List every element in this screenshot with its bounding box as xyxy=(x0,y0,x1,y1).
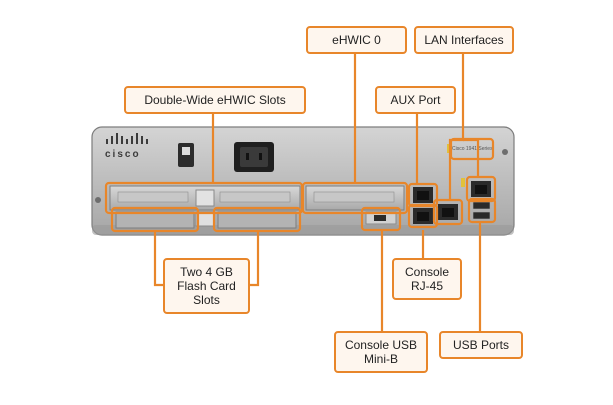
flash-card-slots xyxy=(115,211,297,229)
label-ehwic0: eHWIC 0 xyxy=(306,26,407,54)
label-lan-interfaces: LAN Interfaces xyxy=(414,26,514,54)
cisco-logo: cisco xyxy=(105,133,148,160)
label-console-usb: Console USB Mini-B xyxy=(334,331,428,373)
console-usb-port xyxy=(365,211,397,225)
label-console-rj45: Console RJ-45 xyxy=(392,258,462,300)
label-aux-port: AUX Port xyxy=(375,86,456,114)
label-usb-ports: USB Ports xyxy=(439,331,523,359)
power-inlet xyxy=(234,142,274,172)
aux-port xyxy=(413,187,433,203)
svg-text:cisco: cisco xyxy=(105,149,141,160)
series-label: Cisco 1941 Series xyxy=(452,146,493,152)
console-rj45-port xyxy=(413,208,433,224)
double-wide-ehwic-slots xyxy=(109,185,301,211)
label-flash-card-slots: Two 4 GB Flash Card Slots xyxy=(163,258,250,314)
ehwic0-slot xyxy=(305,185,405,211)
callout-connectors xyxy=(153,54,482,331)
label-double-wide-ehwic-slots: Double-Wide eHWIC Slots xyxy=(124,86,306,114)
lan-interfaces xyxy=(438,181,491,220)
